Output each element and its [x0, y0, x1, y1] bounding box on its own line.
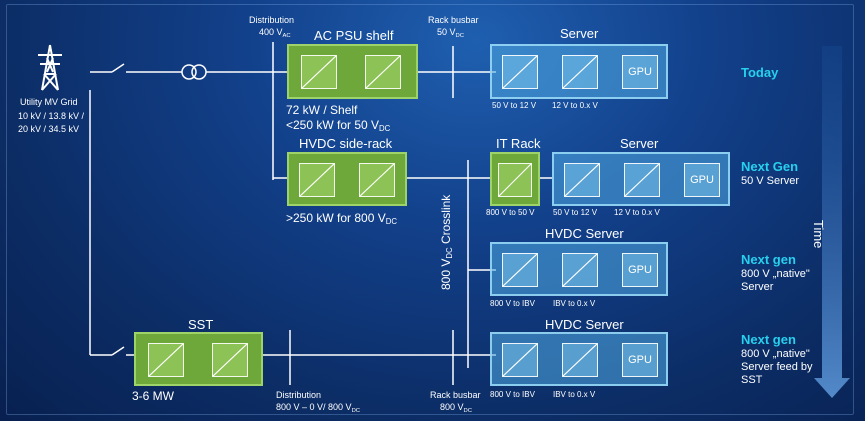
conv-r1-a: 50 V to 12 V — [492, 101, 537, 110]
server-1: GPU — [490, 44, 668, 99]
distribution-bottom-label: Distribution — [276, 390, 322, 400]
row-3-subtitle: 800 V „native" Server — [741, 268, 810, 294]
hvdc-server-3: GPU — [490, 242, 668, 296]
converter-icon — [562, 55, 598, 89]
diagram-frame — [6, 4, 854, 415]
converter-icon — [502, 343, 538, 377]
conv-r4-b: IBV to 0.x V — [553, 390, 596, 399]
conv-r2-b: 12 V to 0.x V — [614, 208, 660, 217]
grid-voltages-1: 10 kV / 13.8 kV / — [18, 111, 85, 121]
gpu-icon: GPU — [622, 253, 658, 287]
conv-r3-b: IBV to 0.x V — [553, 299, 596, 308]
row-3-title: Next gen — [741, 252, 796, 267]
dc-dc-converter-icon — [365, 55, 401, 89]
rack-busbar-bottom-label: Rack busbar — [430, 390, 481, 400]
transformer-primary — [181, 64, 197, 80]
row-4-title: Next gen — [741, 332, 796, 347]
conv-r2-it: 800 V to 50 V — [486, 208, 535, 217]
conv-r2-a: 50 V to 12 V — [553, 208, 598, 217]
converter-icon — [502, 55, 538, 89]
time-label: Time — [811, 220, 826, 249]
time-arrow — [814, 46, 850, 398]
row-2-title: Next Gen — [741, 159, 799, 174]
it-rack — [490, 152, 540, 206]
ac-dc-converter-icon — [301, 55, 337, 89]
transformer-secondary — [191, 64, 207, 80]
converter-icon — [562, 343, 598, 377]
converter-icon — [624, 163, 660, 197]
rack-busbar-top-voltage: 50 VDC — [437, 27, 464, 39]
grid-name: Utility MV Grid — [20, 97, 78, 107]
converter-icon — [498, 163, 532, 197]
top-switch — [111, 63, 125, 73]
shelf-power: 72 kW / Shelf — [286, 103, 358, 117]
gpu-icon: GPU — [622, 343, 658, 377]
hvdc-server-4: GPU — [490, 332, 668, 386]
side-rack-power: >250 kW for 800 VDC — [286, 211, 397, 226]
server-1-label: Server — [560, 26, 599, 41]
gpu-icon: GPU — [684, 163, 720, 197]
sst-power: 3-6 MW — [132, 389, 174, 403]
conv-r4-a: 800 V to IBV — [490, 390, 535, 399]
grid-voltages-2: 20 kV / 34.5 kV — [18, 124, 80, 134]
sst-label: SST — [188, 317, 214, 332]
server-2-label: Server — [620, 136, 659, 151]
gpu-icon: GPU — [622, 55, 658, 89]
converter-icon — [564, 163, 600, 197]
it-rack-label: IT Rack — [496, 136, 541, 151]
ac-psu-shelf-label: AC PSU shelf — [314, 28, 394, 43]
row-2-subtitle: 50 V Server — [741, 175, 800, 187]
bottom-switch — [111, 346, 125, 356]
row-4-subtitle: 800 V „native" Server feed by SST — [741, 348, 813, 387]
server-2: GPU — [552, 152, 730, 206]
transmission-tower-icon — [38, 44, 62, 91]
rack-busbar-top-label: Rack busbar — [428, 15, 479, 25]
rack-busbar-bottom-voltage: 800 VDC — [440, 402, 472, 414]
converter-icon — [148, 343, 184, 377]
row-1-title: Today — [741, 65, 779, 80]
hvdc-side-rack — [287, 152, 407, 206]
shelf-limit: <250 kW for 50 VDC — [286, 118, 391, 133]
converter-icon — [299, 163, 335, 197]
converter-icon — [562, 253, 598, 287]
hvdc-server-4-label: HVDC Server — [545, 317, 624, 332]
distribution-bottom-voltage: 800 V – 0 V/ 800 VDC — [276, 402, 361, 414]
distribution-top-label: Distribution — [249, 15, 295, 25]
crosslink-label: 800 VDC Crosslink — [439, 194, 454, 290]
converter-icon — [502, 253, 538, 287]
conv-r3-a: 800 V to IBV — [490, 299, 535, 308]
sst — [134, 332, 263, 386]
converter-icon — [359, 163, 395, 197]
conv-r1-b: 12 V to 0.x V — [552, 101, 598, 110]
hvdc-side-rack-label: HVDC side-rack — [299, 136, 393, 151]
distribution-top-voltage: 400 VAC — [259, 27, 291, 39]
hvdc-server-3-label: HVDC Server — [545, 226, 624, 241]
ac-psu-shelf — [287, 44, 418, 99]
converter-icon — [212, 343, 248, 377]
